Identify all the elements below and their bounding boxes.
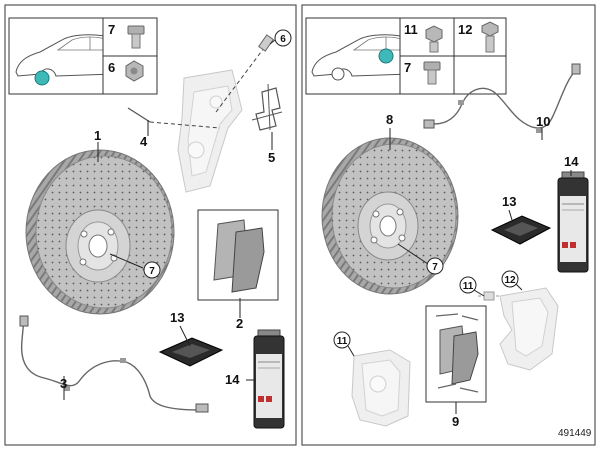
callout-10: 10 [536,114,550,129]
bolt-icon [127,25,145,49]
inset-label-7: 7 [108,22,115,37]
nut-icon [125,60,144,82]
callout-11-a: 11 [463,281,474,292]
paste-packet-icon-left [158,337,224,367]
brake-pads-box-right [425,305,487,403]
left-header-inset: 7 6 [8,17,158,95]
guide-bolt-dashed [215,34,274,113]
right-leader-lines [347,128,572,414]
callout-9: 9 [452,414,459,429]
wear-sensor-cable-right [423,63,581,133]
brake-disc-left [25,149,175,315]
left-panel: 7 6 [4,4,297,446]
callout-1: 1 [94,128,101,143]
paste-packet-icon-right [490,215,552,245]
callout-12-circle: 12 [501,270,519,288]
wear-sensor-cable-left [19,315,209,413]
rear-wheel-highlight-icon [378,48,394,64]
callout-11-circle-a: 11 [459,276,477,294]
inset-label-12: 12 [458,22,472,37]
callout-11-circle-b: 11 [333,331,351,349]
spray-can-icon-left [253,329,285,429]
brake-pads-box-left [197,209,279,301]
callout-4: 4 [140,134,148,149]
callout-6-circle: 6 [274,29,292,47]
brake-disc-right [321,137,459,295]
left-leader-lines [63,39,276,400]
inset-box-12 [453,17,507,57]
front-wheel-highlight-icon [34,70,50,86]
callout-3: 3 [60,376,67,391]
callout-2: 2 [236,316,243,331]
callout-8: 8 [386,112,393,127]
callout-14-right: 14 [564,154,579,169]
callout-7-left: 7 [149,266,155,277]
diagram-id: 491449 [558,428,592,439]
right-header-inset: 11 12 7 [305,17,507,95]
anti-rattle-spring-icon [251,83,283,131]
callout-13-right: 13 [502,194,516,209]
inset-label-11: 11 [404,22,418,37]
callout-7-right: 7 [432,262,438,273]
callout-11-b: 11 [337,336,348,347]
caliper-housing-ghost [351,349,411,427]
mounting-bolt-dashed [127,107,221,129]
callout-7-circle-left: 7 [143,261,161,279]
callout-12: 12 [504,275,516,286]
callout-13-left: 13 [170,310,184,325]
caliper-bolt-icon [425,25,443,53]
inset-label-7-right: 7 [404,60,411,75]
right-panel: 11 12 7 [301,4,596,446]
inset-label-6: 6 [108,60,115,75]
bolt-icon-right [423,61,441,85]
callout-5: 5 [268,150,275,165]
callout-6: 6 [280,34,286,45]
callout-14-left: 14 [225,372,240,387]
guide-bolt-icon [481,21,499,53]
callout-7-circle-right: 7 [426,257,444,275]
spray-can-icon-right [557,171,589,273]
caliper-carrier-ghost [478,287,559,371]
brake-caliper-ghost [177,69,243,193]
